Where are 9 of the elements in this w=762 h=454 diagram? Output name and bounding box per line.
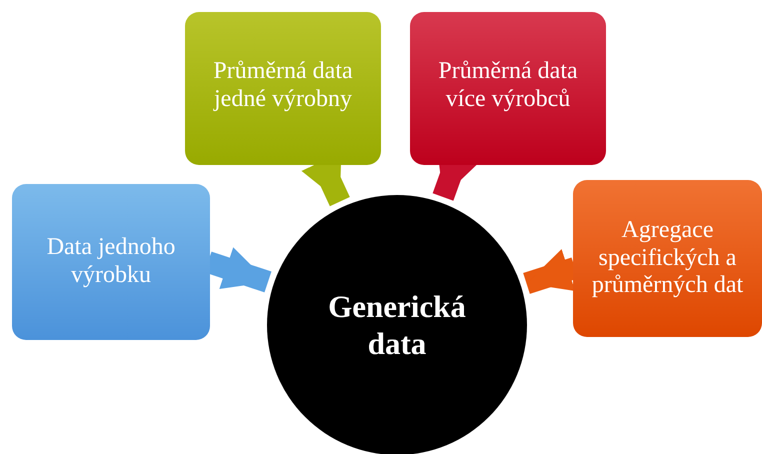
box-text: Průměrná data více výrobců: [437, 58, 579, 114]
rounded-box: [12, 184, 210, 340]
circle-text: Generická data: [327, 288, 467, 362]
box-text: Průměrná data jedné výrobny: [212, 58, 354, 114]
rounded-box: [573, 180, 762, 337]
box-text: Agregace specifických a průměrných dat: [591, 217, 744, 300]
rounded-box: [185, 12, 381, 165]
rounded-box: [410, 12, 606, 165]
box-text: Data jednoho výrobku: [46, 234, 176, 290]
